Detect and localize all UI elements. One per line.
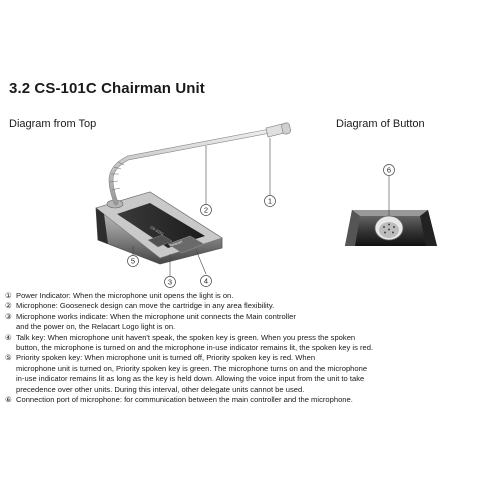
- svg-text:3: 3: [168, 278, 172, 287]
- callout-3: 3: [164, 276, 176, 288]
- unit-diagrams: CS-101C Relacart 1 2 5 3: [95, 122, 437, 288]
- svg-text:1: 1: [268, 197, 272, 206]
- priority-key[interactable]: [147, 234, 173, 248]
- svg-text:6: 6: [387, 166, 391, 175]
- svg-text:2: 2: [204, 206, 208, 215]
- desc-5-cont-3: precedence over other units. During this…: [16, 384, 305, 394]
- talk-key[interactable]: [167, 235, 205, 254]
- desc-5-cont-2: in-use indicator remains lit as long as …: [16, 374, 365, 384]
- svg-text:5: 5: [131, 257, 135, 266]
- callout-1: 1: [264, 195, 276, 207]
- svg-text:4: 4: [204, 277, 208, 286]
- callout-4: 4: [200, 275, 212, 287]
- callout-6: 6: [383, 164, 395, 176]
- unit-model-label: CS-101C: [150, 225, 165, 236]
- diagram-button-heading: Diagram of Button: [336, 118, 425, 130]
- callout-2: 2: [200, 204, 212, 216]
- desc-4-cont: button, the microphone is turned on and …: [16, 343, 374, 353]
- desc-5-cont-1: microphone unit is turned on, Priority s…: [16, 363, 368, 373]
- connection-port-diagram: [345, 210, 437, 246]
- diagram-top-heading: Diagram from Top: [9, 118, 97, 130]
- chairman-unit-base: CS-101C Relacart: [95, 191, 223, 265]
- gooseneck-microphone: [108, 122, 291, 206]
- page-title: 3.2 CS-101C Chairman Unit: [9, 80, 205, 97]
- relacart-logo: Relacart: [169, 240, 183, 248]
- desc-3-cont: and the power on, the Relacart Logo ligh…: [16, 322, 176, 332]
- callout-5: 5: [127, 255, 139, 267]
